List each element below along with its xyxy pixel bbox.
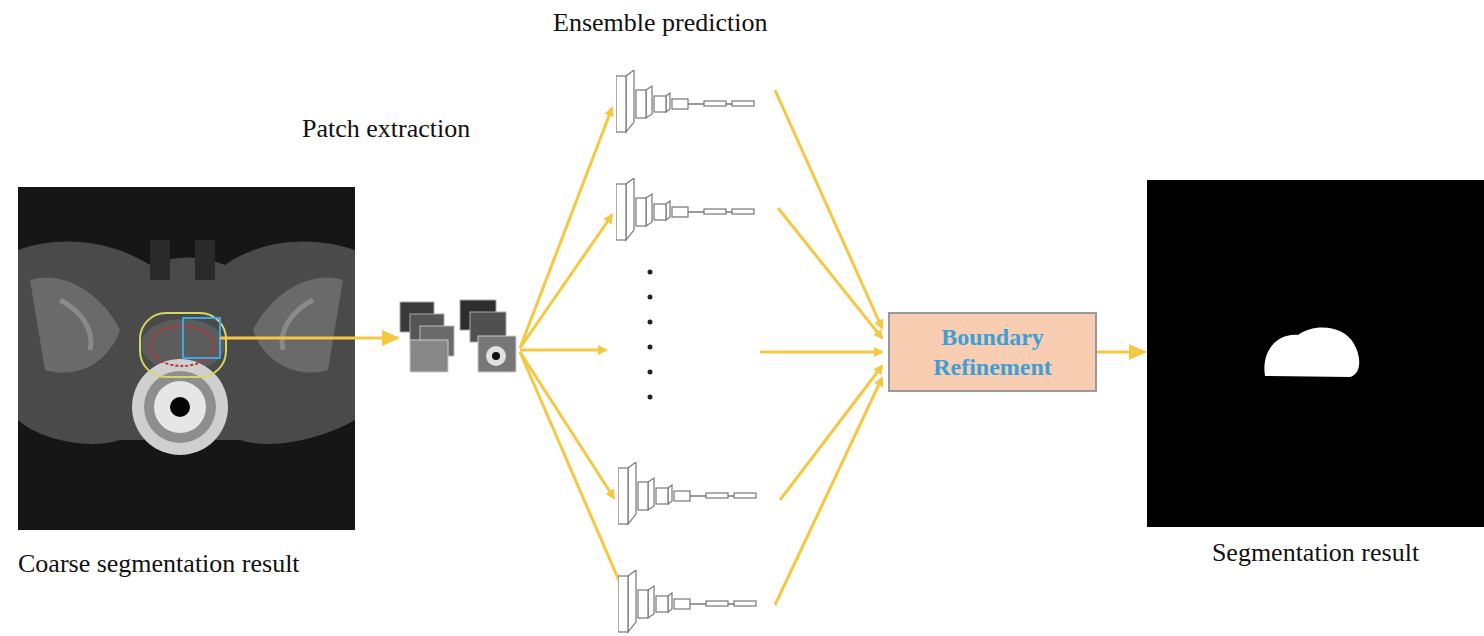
image-caption: Coarse segmentation result	[18, 549, 300, 579]
ellipsis-dots	[648, 270, 653, 400]
result-image	[1147, 180, 1484, 527]
box-title: Boundary Refinement	[900, 322, 1085, 382]
mri-image	[18, 187, 355, 530]
process-box: Boundary Refinement	[888, 312, 1097, 392]
fan-arrows	[520, 90, 882, 606]
image-panel: Coarse segmentation result	[18, 187, 355, 530]
flow-arrow	[1097, 344, 1147, 360]
step-label: Ensemble prediction	[553, 8, 767, 38]
image-caption: Segmentation result	[1212, 538, 1419, 568]
image-panel: Segmentation result	[1147, 180, 1484, 527]
step-label: Patch extraction	[302, 114, 470, 144]
patch-stack	[400, 300, 516, 372]
